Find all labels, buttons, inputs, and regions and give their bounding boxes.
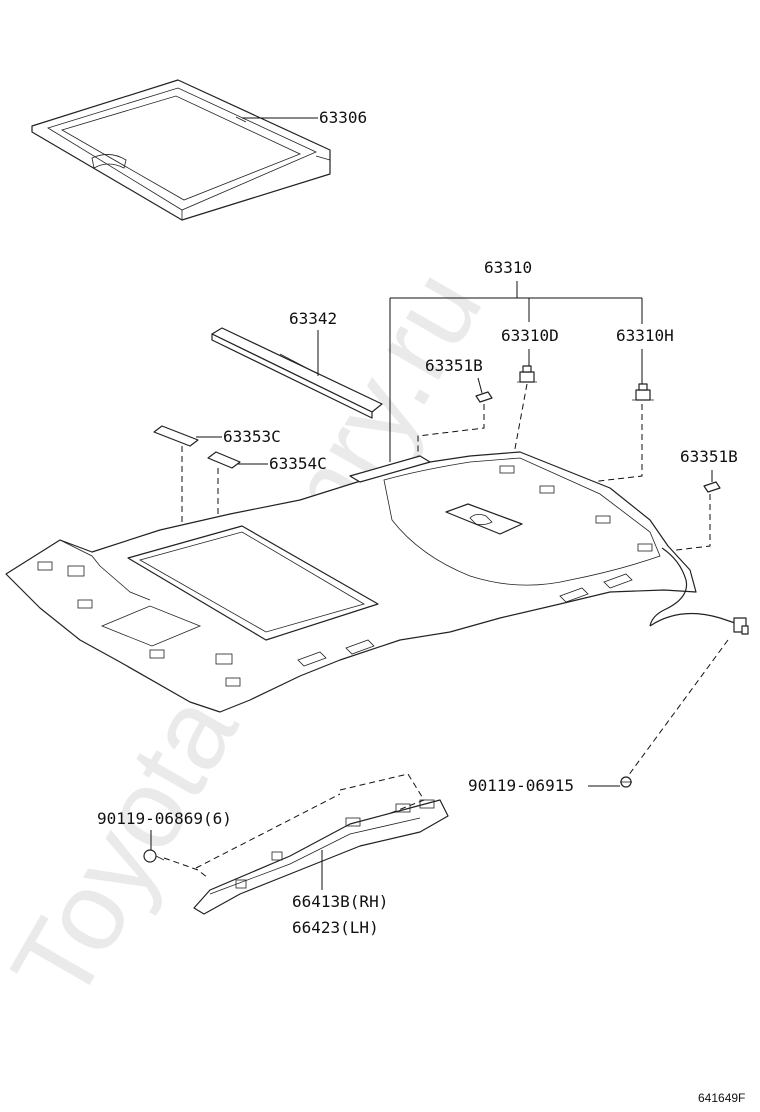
clip-63310D	[517, 365, 537, 383]
part-label-66413B: 66413B(RH)	[292, 892, 388, 911]
bracket-63310	[389, 281, 643, 462]
headliner-assembly	[5, 451, 749, 713]
pad-63351B-left	[475, 391, 493, 403]
dash-63351B-left	[417, 404, 485, 470]
part-label-63354C: 63354C	[269, 454, 327, 473]
dash-63310D	[513, 383, 528, 455]
part-label-63342: 63342	[289, 309, 337, 328]
clip-63310H	[632, 383, 654, 401]
dash-90119-06869-b	[195, 793, 341, 869]
part-label-63310H: 63310H	[616, 326, 674, 345]
dash-63351B-right	[659, 494, 711, 553]
part-label-66423: 66423(LH)	[292, 918, 379, 937]
rail-66413B-66423	[193, 799, 449, 915]
pad-63354C	[207, 451, 241, 469]
part-label-63351B-right: 63351B	[680, 447, 738, 466]
sunshade-panel	[31, 79, 331, 221]
dash-63310H	[554, 404, 643, 521]
part-label-63310D: 63310D	[501, 326, 559, 345]
pad-63351B-right	[703, 481, 721, 493]
dash-90119-06869	[163, 857, 209, 879]
part-label-90119-06915: 90119-06915	[468, 776, 574, 795]
part-label-63310: 63310	[484, 258, 532, 277]
pad-63353C	[153, 425, 199, 447]
dash-90119-06915	[627, 639, 729, 777]
bolt-90119-06915	[620, 776, 632, 788]
part-label-90119-06869: 90119-06869(6)	[97, 809, 232, 828]
pad-63342	[211, 327, 383, 419]
sunroof-opening	[127, 525, 379, 641]
part-label-63351B-left: 63351B	[425, 356, 483, 375]
diagram-code: 641649F	[698, 1091, 745, 1105]
part-label-63353C: 63353C	[223, 427, 281, 446]
dash-rail	[339, 773, 425, 819]
bolt-90119-06869	[143, 849, 165, 863]
part-label-63306: 63306	[319, 108, 367, 127]
leader-63351B-left	[477, 377, 483, 394]
